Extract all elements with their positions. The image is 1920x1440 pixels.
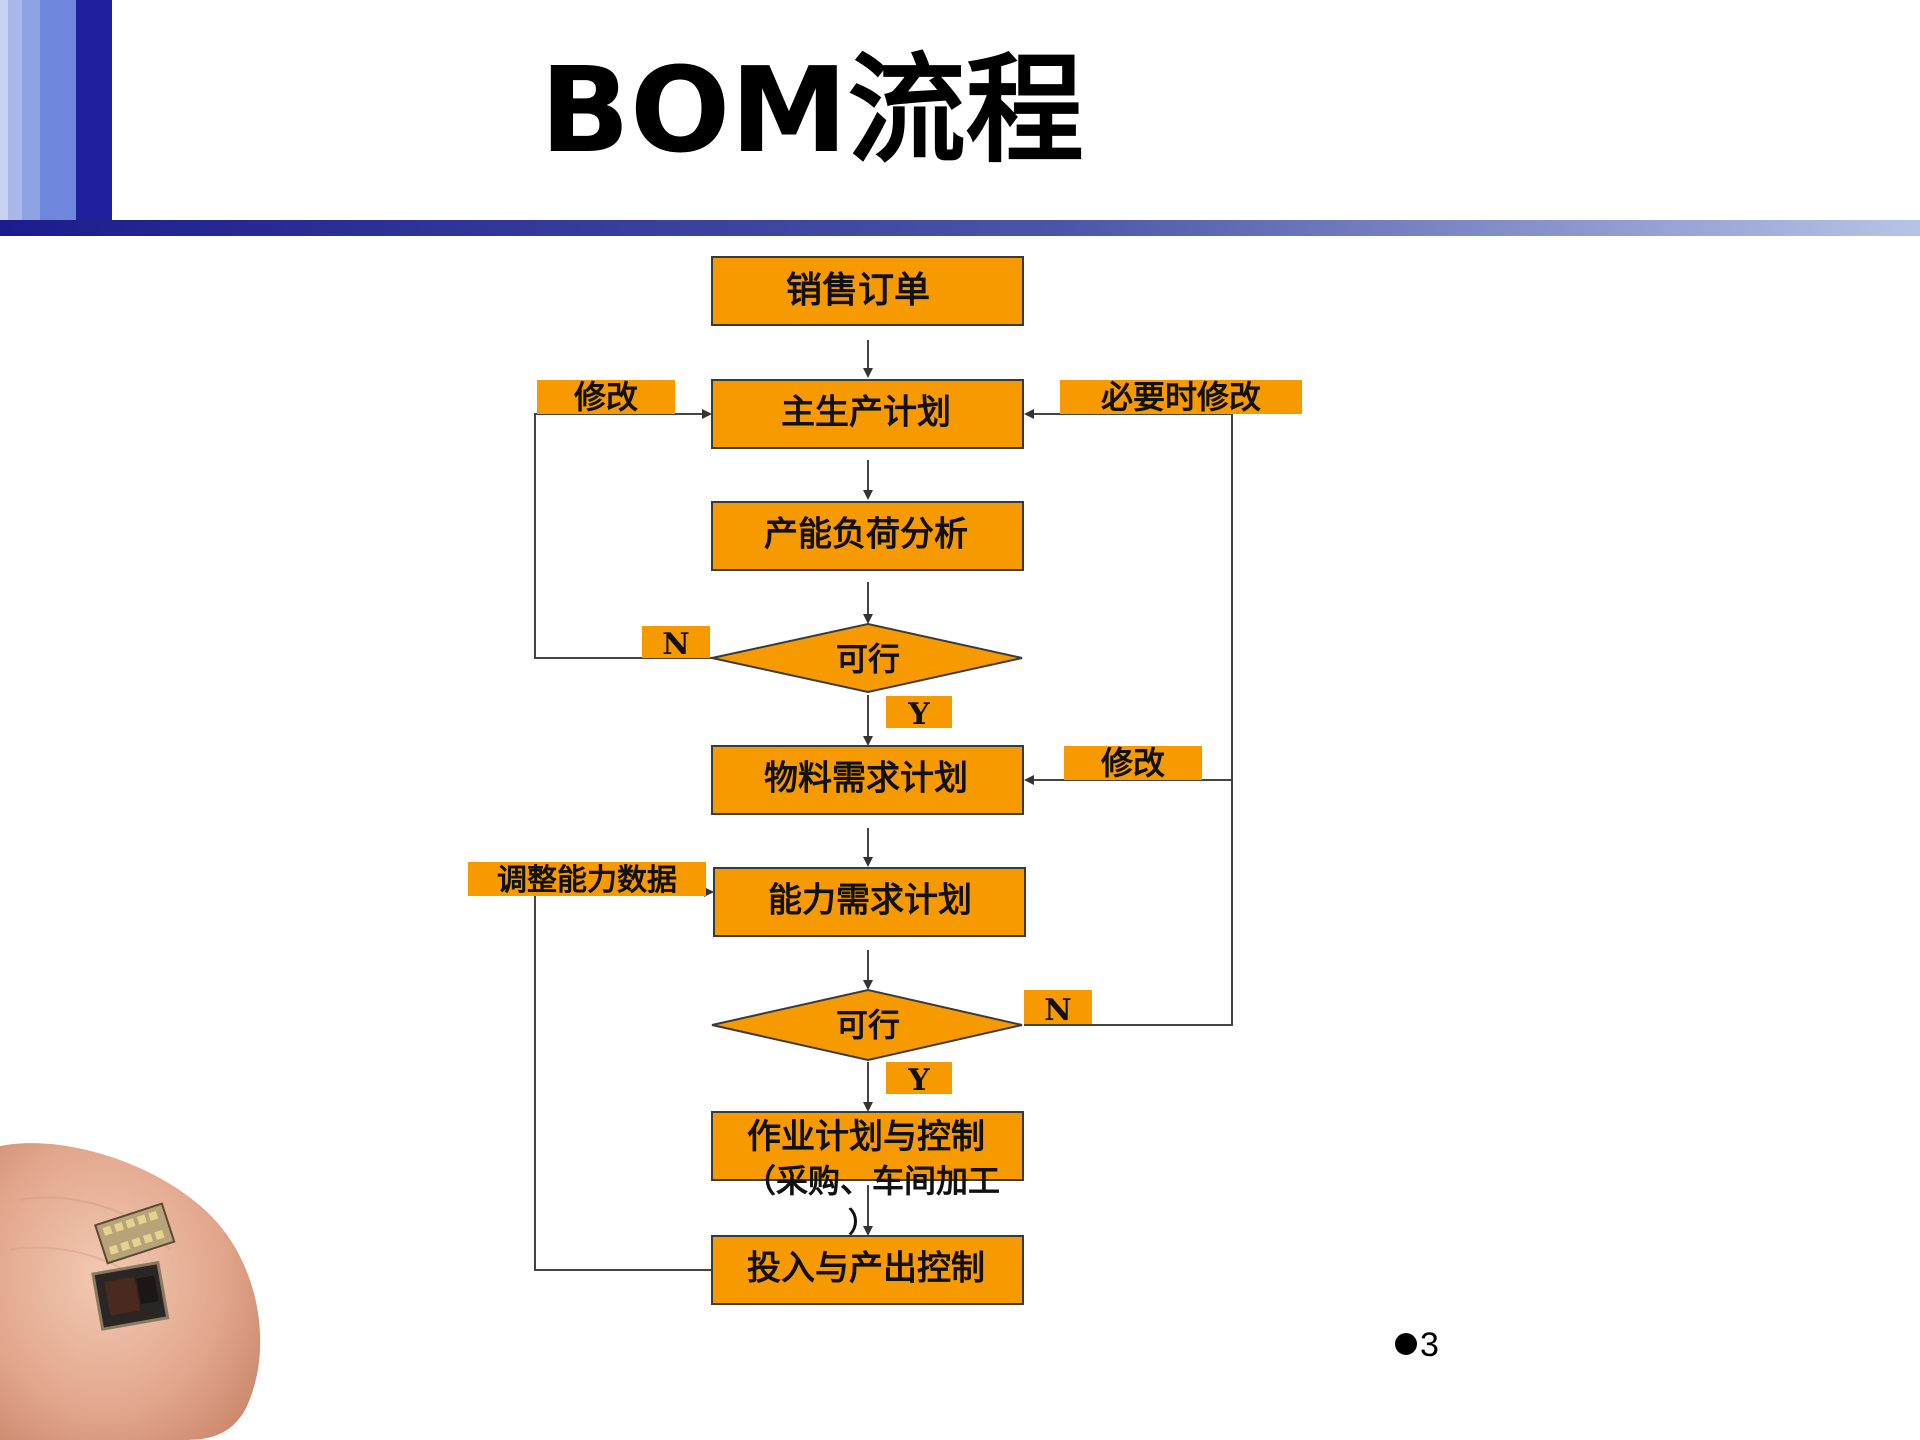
svg-text:）: ） (848, 1206, 876, 1239)
node-job-plan-control: 作业计划与控制 （采购、车间加工 ） (711, 1111, 1024, 1239)
svg-text:物料需求计划: 物料需求计划 (764, 759, 968, 799)
svg-text:修改: 修改 (1100, 744, 1165, 782)
svg-text:能力需求计划: 能力需求计划 (768, 881, 972, 921)
tag-adjust-capacity-data: 调整能力数据 (468, 862, 706, 898)
svg-text:产能负荷分析: 产能负荷分析 (764, 515, 968, 555)
header-rule (0, 220, 1920, 236)
node-input-output-control: 投入与产出控制 (711, 1235, 1024, 1305)
svg-text:投入与产出控制: 投入与产出控制 (747, 1249, 985, 1289)
tag-no-2: N (1024, 990, 1092, 1028)
tag-modify-right: 修改 (1064, 744, 1202, 782)
node-material-requirement-plan: 物料需求计划 (711, 745, 1024, 815)
tag-yes-2: Y (886, 1062, 952, 1098)
svg-text:销售订单: 销售订单 (786, 270, 930, 311)
decorative-bars (0, 0, 112, 222)
svg-text:可行: 可行 (836, 1006, 900, 1044)
tag-no-1: N (642, 626, 710, 662)
svg-text:调整能力数据: 调整能力数据 (497, 863, 677, 898)
node-master-plan: 主生产计划 (711, 379, 1024, 449)
slide-title: BOM流程 (540, 41, 1084, 179)
svg-text:修改: 修改 (573, 378, 638, 416)
tag-modify-left: 修改 (537, 378, 675, 416)
node-capacity-load-analysis: 产能负荷分析 (711, 501, 1024, 571)
decision-feasible-2: 可行 (711, 988, 1023, 1062)
page-number: 3 (1395, 1326, 1439, 1365)
svg-text:Y: Y (907, 697, 930, 732)
node-sales-order: 销售订单 (711, 256, 1024, 326)
svg-text:主生产计划: 主生产计划 (781, 393, 951, 433)
tag-yes-1: Y (886, 696, 952, 732)
bullet-dot (1395, 1333, 1417, 1356)
finger-with-chip-image (0, 1143, 261, 1440)
page-number-text: 3 (1420, 1326, 1439, 1364)
svg-text:N: N (662, 627, 689, 662)
svg-text:必要时修改: 必要时修改 (1101, 378, 1261, 416)
svg-text:作业计划与控制: 作业计划与控制 (747, 1117, 985, 1157)
svg-text:可行: 可行 (836, 640, 900, 678)
svg-text:N: N (1044, 993, 1071, 1028)
svg-text:（采购、车间加工: （采购、车间加工 (744, 1162, 1000, 1200)
svg-text:Y: Y (907, 1063, 930, 1098)
decision-feasible-1: 可行 (711, 622, 1023, 694)
tag-modify-when-needed: 必要时修改 (1060, 378, 1302, 416)
node-capacity-requirement-plan: 能力需求计划 (713, 867, 1026, 937)
